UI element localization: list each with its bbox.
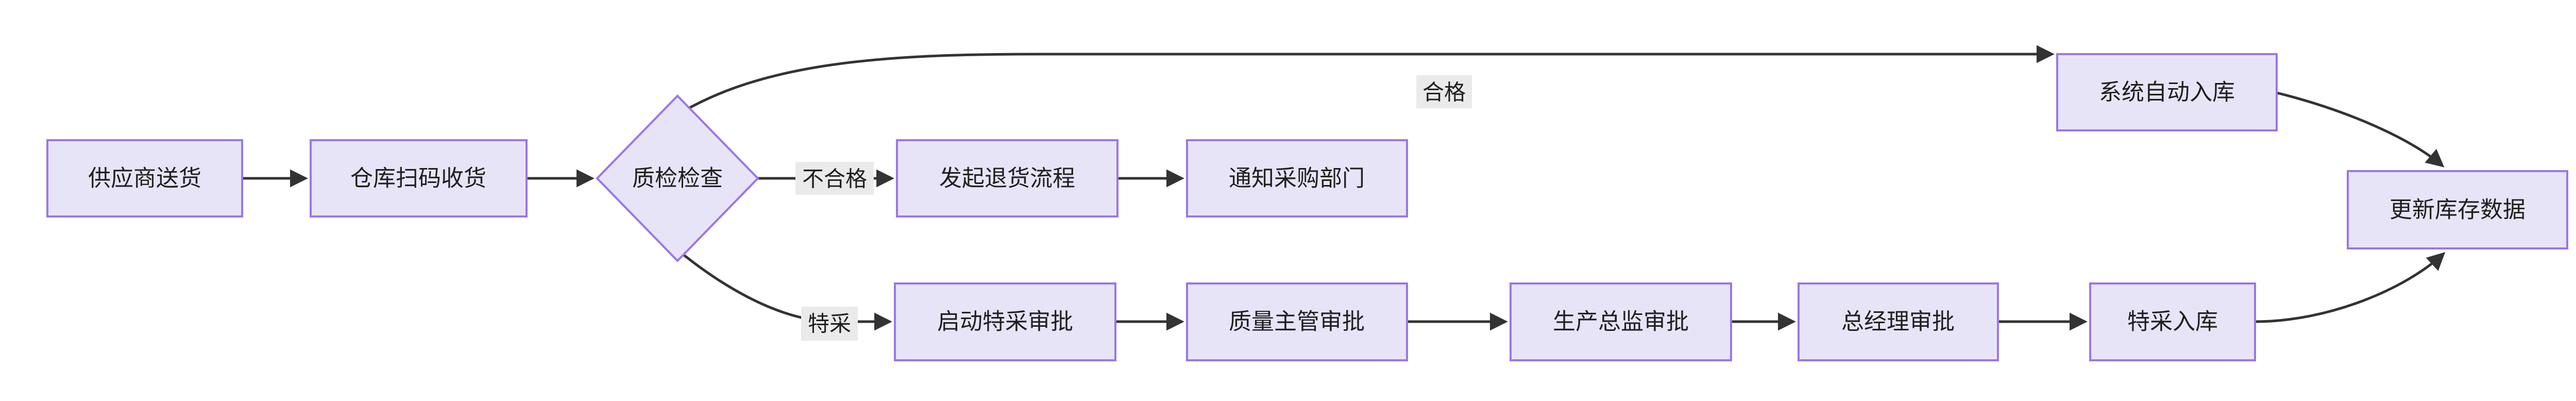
node-supplier-delivery-label: 供应商送货 bbox=[88, 166, 201, 191]
node-initiate-return-process-label: 发起退货流程 bbox=[939, 166, 1075, 191]
nodes-layer: 供应商送货 仓库扫码收货 质检检查 发起退货流程 通知采购部门 系统自动入库 bbox=[46, 53, 2568, 361]
node-initiate-return-process-shape[interactable] bbox=[896, 139, 1118, 218]
node-quality-inspection[interactable]: 质检检查 bbox=[596, 94, 759, 262]
node-update-inventory-data-shape[interactable] bbox=[2347, 170, 2568, 249]
node-quality-manager-approval[interactable]: 质量主管审批 bbox=[1186, 282, 1408, 361]
node-initiate-return-process[interactable]: 发起退货流程 bbox=[896, 139, 1118, 218]
node-quality-manager-approval-label: 质量主管审批 bbox=[1229, 309, 1365, 335]
node-system-auto-stockin-label: 系统自动入库 bbox=[2099, 80, 2235, 105]
node-quality-manager-approval-shape[interactable] bbox=[1186, 282, 1408, 361]
node-notify-purchasing-dept[interactable]: 通知采购部门 bbox=[1186, 139, 1408, 218]
node-notify-purchasing-dept-shape[interactable] bbox=[1186, 139, 1408, 218]
node-supplier-delivery[interactable]: 供应商送货 bbox=[46, 139, 243, 218]
edge-labels-layer: 合格 不合格 特采 bbox=[795, 75, 1472, 341]
node-warehouse-scan-receive-label: 仓库扫码收货 bbox=[350, 166, 486, 191]
node-start-special-purchase-approval[interactable]: 启动特采审批 bbox=[894, 282, 1116, 361]
node-start-special-purchase-approval-shape[interactable] bbox=[894, 282, 1116, 361]
node-quality-inspection-shape[interactable] bbox=[596, 94, 759, 262]
node-special-purchase-stockin-label: 特采入库 bbox=[2127, 309, 2218, 335]
node-system-auto-stockin[interactable]: 系统自动入库 bbox=[2056, 53, 2278, 131]
edge-label-qualified-bg bbox=[1416, 75, 1472, 108]
node-general-manager-approval[interactable]: 总经理审批 bbox=[1798, 282, 1999, 361]
node-special-purchase-stockin[interactable]: 特采入库 bbox=[2089, 282, 2256, 361]
node-production-director-approval[interactable]: 生产总监审批 bbox=[1510, 282, 1732, 361]
node-update-inventory-data-label: 更新库存数据 bbox=[2389, 197, 2526, 223]
node-start-special-purchase-approval-label: 启动特采审批 bbox=[937, 309, 1073, 335]
node-general-manager-approval-shape[interactable] bbox=[1798, 282, 1999, 361]
edge-label-special-purchase: 特采 bbox=[808, 312, 851, 336]
edge-special-stockin-to-update-inventory bbox=[2255, 252, 2446, 323]
node-notify-purchasing-dept-label: 通知采购部门 bbox=[1229, 166, 1365, 191]
node-warehouse-scan-receive[interactable]: 仓库扫码收货 bbox=[310, 139, 528, 218]
edge-label-qualified: 合格 bbox=[1422, 80, 1466, 105]
node-general-manager-approval-label: 总经理审批 bbox=[1841, 309, 1955, 335]
node-production-director-approval-shape[interactable] bbox=[1510, 282, 1732, 361]
node-update-inventory-data[interactable]: 更新库存数据 bbox=[2347, 170, 2568, 249]
node-quality-inspection-label: 质检检查 bbox=[632, 166, 723, 191]
node-special-purchase-stockin-shape[interactable] bbox=[2089, 282, 2256, 361]
node-warehouse-scan-receive-shape[interactable] bbox=[310, 139, 528, 218]
node-production-director-approval-label: 生产总监审批 bbox=[1553, 309, 1689, 335]
edge-label-special-purchase-bg bbox=[801, 307, 858, 341]
edge-label-unqualified-bg bbox=[795, 162, 874, 195]
edge-auto-stockin-to-update-inventory bbox=[2276, 91, 2445, 168]
edge-label-unqualified: 不合格 bbox=[802, 167, 867, 191]
node-supplier-delivery-shape[interactable] bbox=[46, 139, 243, 218]
edge-inspection-to-auto-stockin bbox=[642, 45, 2055, 141]
node-system-auto-stockin-shape[interactable] bbox=[2056, 53, 2278, 131]
